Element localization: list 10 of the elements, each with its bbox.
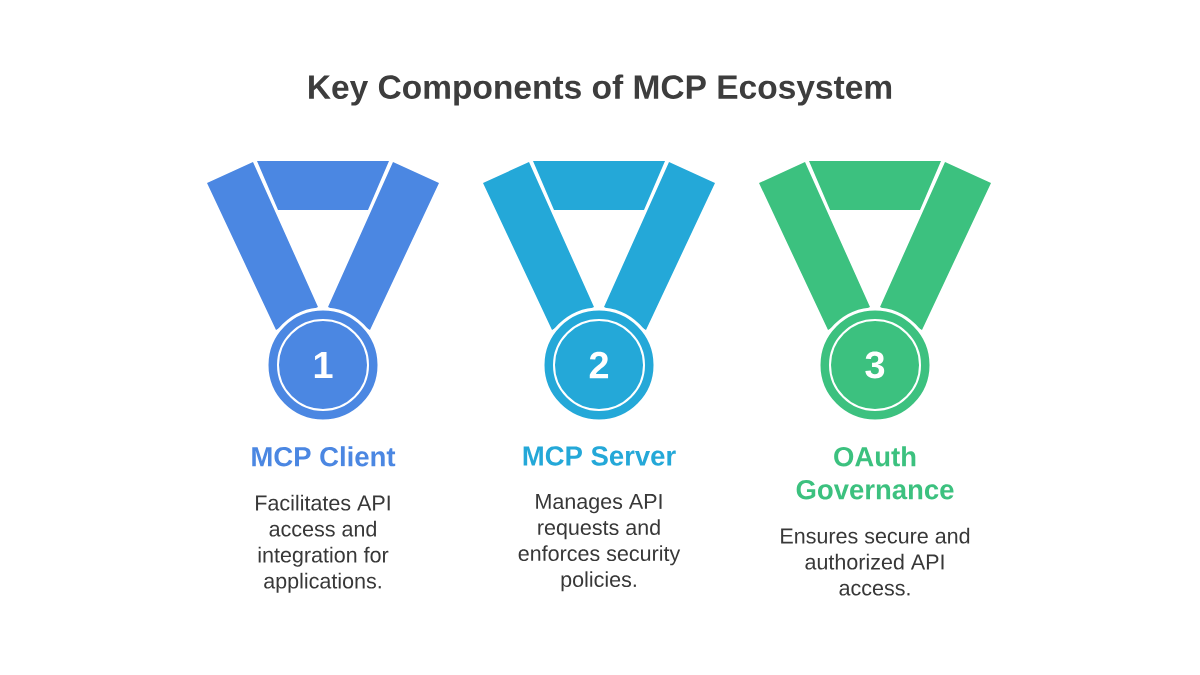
heading: MCP Server	[523, 446, 676, 466]
title: Key Components of MCP Ecosystem	[309, 74, 892, 106]
heading: MCP Client	[252, 446, 396, 467]
description: Facilitates API access and integration for applications.	[256, 494, 390, 593]
description: Ensures secure and authorized API access.	[781, 527, 970, 596]
description: Manages API requests and enforces security policies.	[518, 494, 681, 592]
medal: 3	[817, 307, 933, 423]
medal: 2	[541, 307, 657, 423]
heading: OAuth Governance	[796, 446, 954, 500]
medal: 1	[265, 307, 381, 423]
